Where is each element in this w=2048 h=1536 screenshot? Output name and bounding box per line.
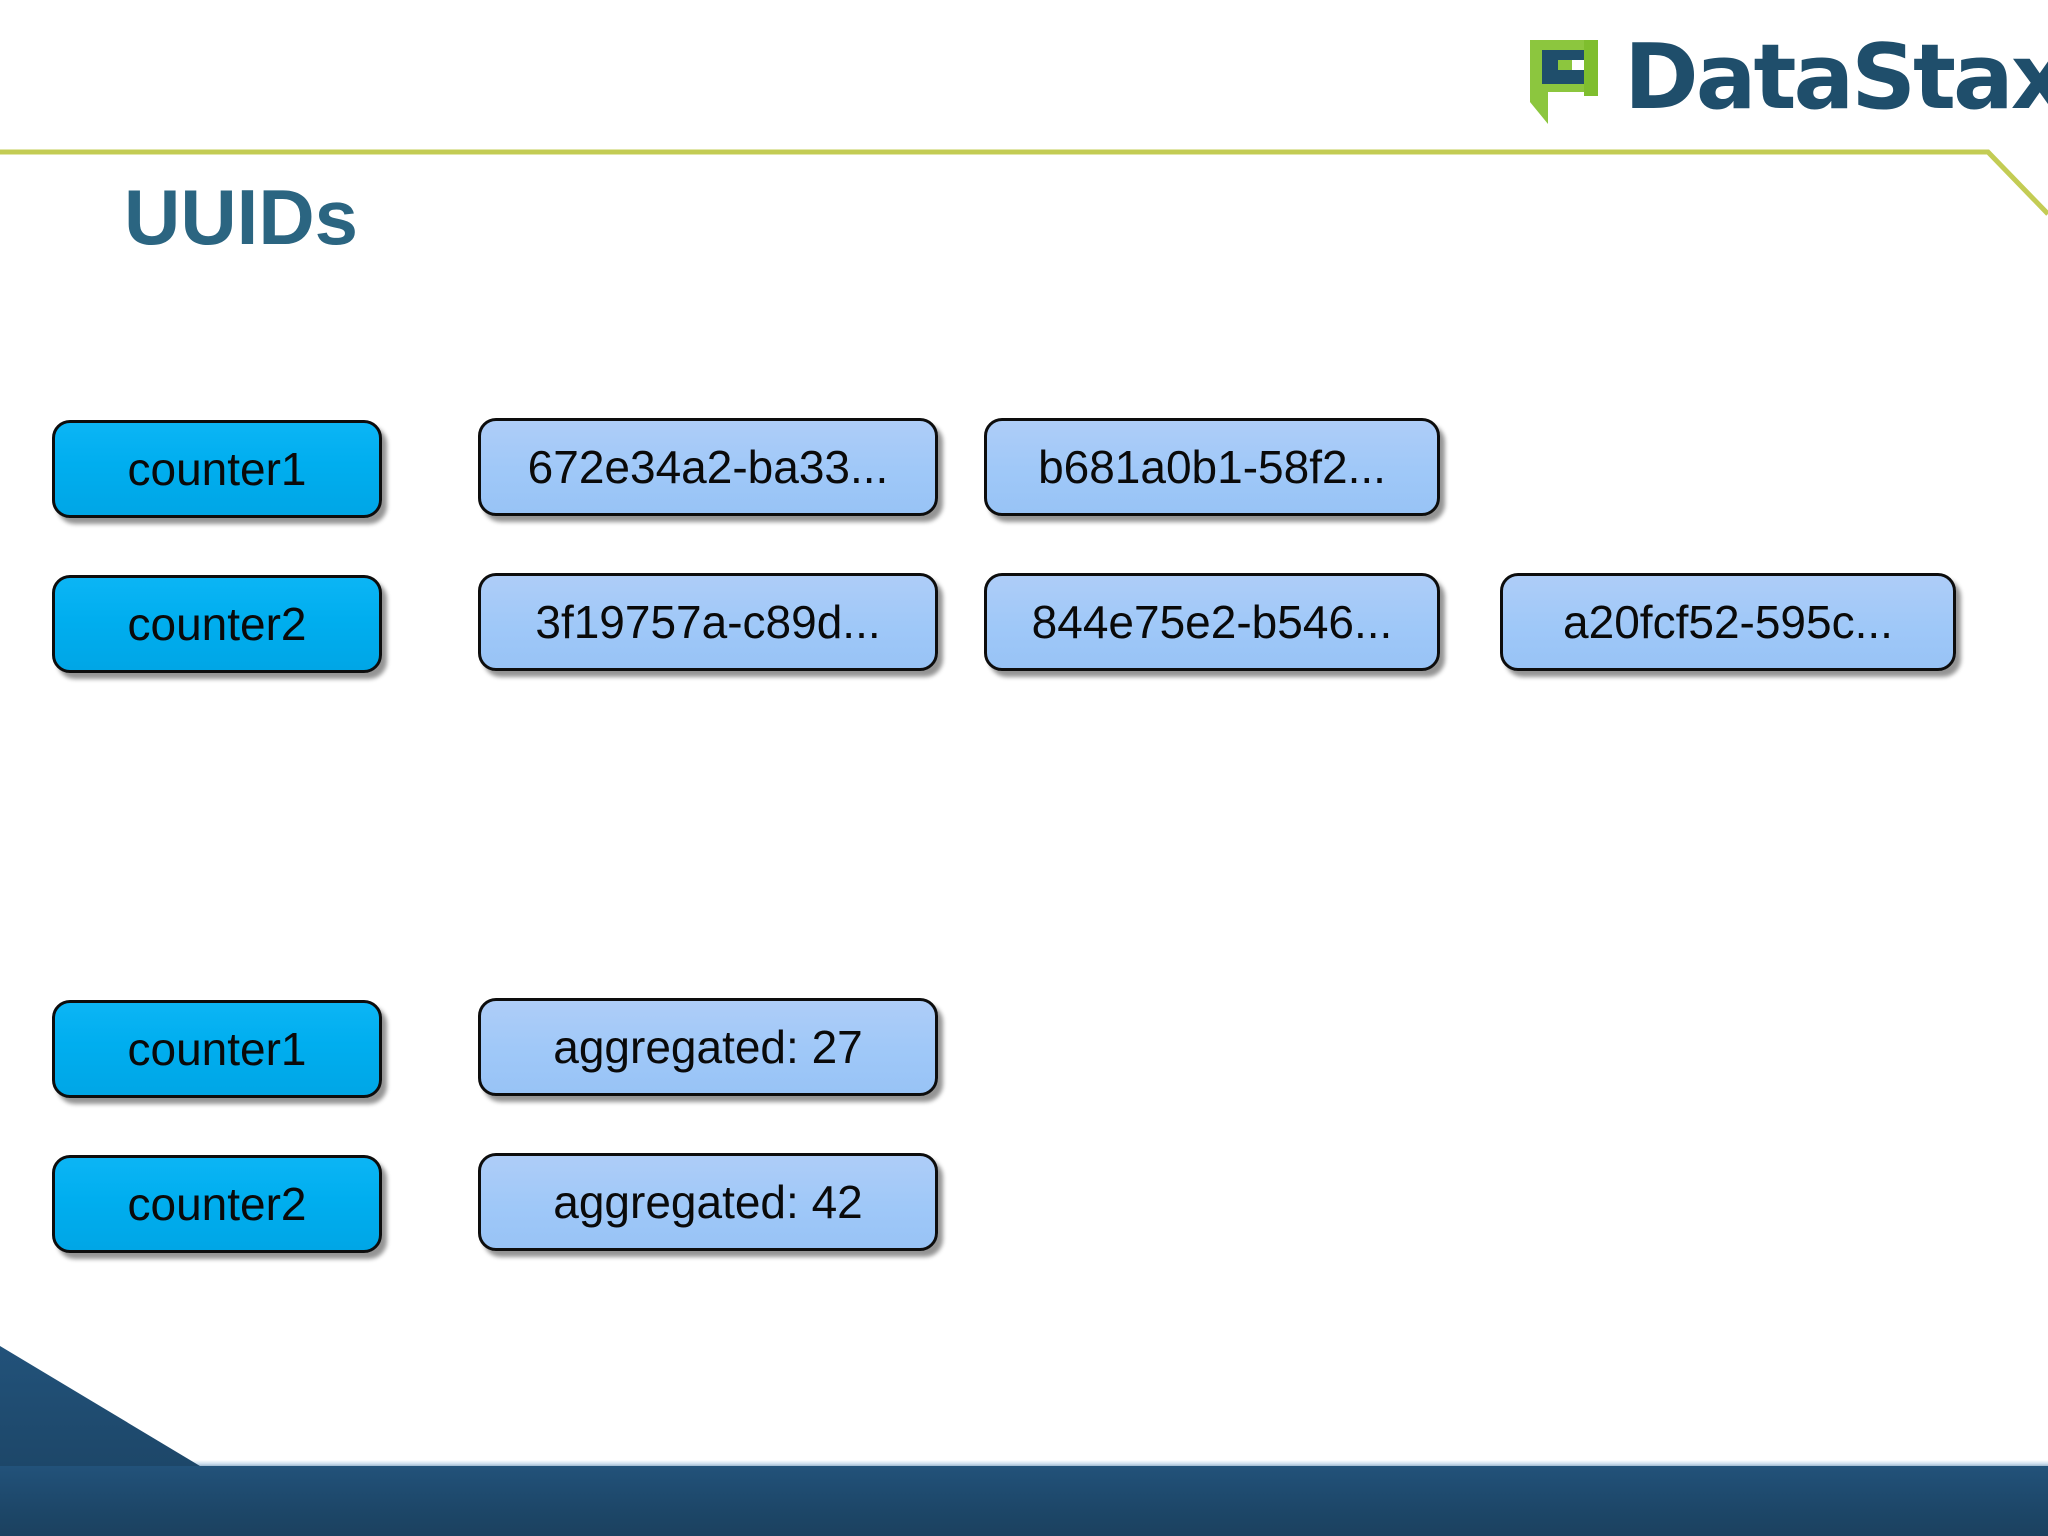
page-title: UUIDs: [124, 173, 359, 261]
value-box-uuid[interactable]: b681a0b1-58f2...: [984, 418, 1440, 516]
key-box-counter1-top[interactable]: counter1: [52, 420, 382, 518]
value-box-aggregated[interactable]: aggregated: 42: [478, 1153, 938, 1251]
key-box-counter1-bottom[interactable]: counter1: [52, 1000, 382, 1098]
datastax-arrow-icon: [1524, 36, 1610, 128]
key-box-counter2-top[interactable]: counter2: [52, 575, 382, 673]
datastax-logo: DataStax: [1524, 28, 2048, 136]
footer-hairline: [0, 1460, 2048, 1466]
key-box-counter2-bottom[interactable]: counter2: [52, 1155, 382, 1253]
value-box-uuid[interactable]: 844e75e2-b546...: [984, 573, 1440, 671]
value-box-uuid[interactable]: 3f19757a-c89d...: [478, 573, 938, 671]
footer-bar: [0, 1466, 2048, 1536]
value-box-uuid[interactable]: a20fcf52-595c...: [1500, 573, 1956, 671]
value-box-aggregated[interactable]: aggregated: 27: [478, 998, 938, 1096]
footer-corner-wedge: [0, 1346, 200, 1466]
datastax-wordmark: DataStax: [1624, 25, 2048, 130]
value-box-uuid[interactable]: 672e34a2-ba33...: [478, 418, 938, 516]
